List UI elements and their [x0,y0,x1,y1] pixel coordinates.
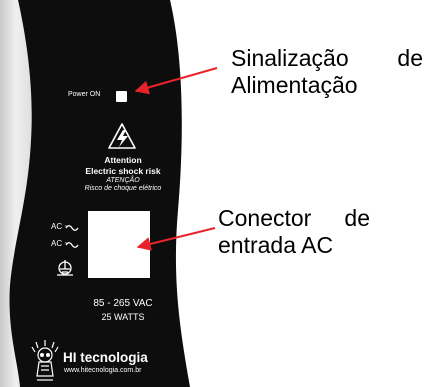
connector-callout-text: Conector de entrada AC [218,205,370,259]
led-callout-word-2: de [397,45,423,71]
connector-callout-arrow [136,227,216,251]
risco-label: Risco de choque elétrico [84,185,162,192]
connector-callout-word-2: de [344,205,370,231]
ac-connector [88,211,150,278]
watts-label: 25 WATTS [101,312,145,322]
brand-name: HI tecnologia [63,350,148,365]
atencao-label: ATENÇÃO [106,177,140,184]
ac-wave-icon [65,242,79,248]
electric-shock-label: Electric shock risk [85,166,161,176]
ac-label-2: AC ~ [51,239,70,248]
ground-icon [57,260,73,276]
led-callout-text: Sinalização de Alimentação [231,45,423,99]
led-callout-word-1: Sinalização [231,45,349,71]
front-panel [9,0,190,387]
warning-triangle-icon [108,123,136,149]
brand-website: www.hitecnologia.com.br [64,367,142,374]
ac-label-1: AC ~ [51,222,70,231]
connector-callout-line-2: entrada AC [218,232,334,258]
enclosure-side [0,0,32,387]
ac-wave-icon [65,225,79,231]
led-callout-line-2: Alimentação [231,72,358,98]
led-callout-arrow [134,67,218,95]
power-on-label: Power ON [68,91,101,98]
hi-mascot-logo [31,340,59,381]
attention-label: Attention [104,155,142,165]
power-led [116,91,127,102]
connector-callout-word-1: Conector [218,205,312,231]
voltage-label: 85 - 265 VAC [93,298,153,309]
